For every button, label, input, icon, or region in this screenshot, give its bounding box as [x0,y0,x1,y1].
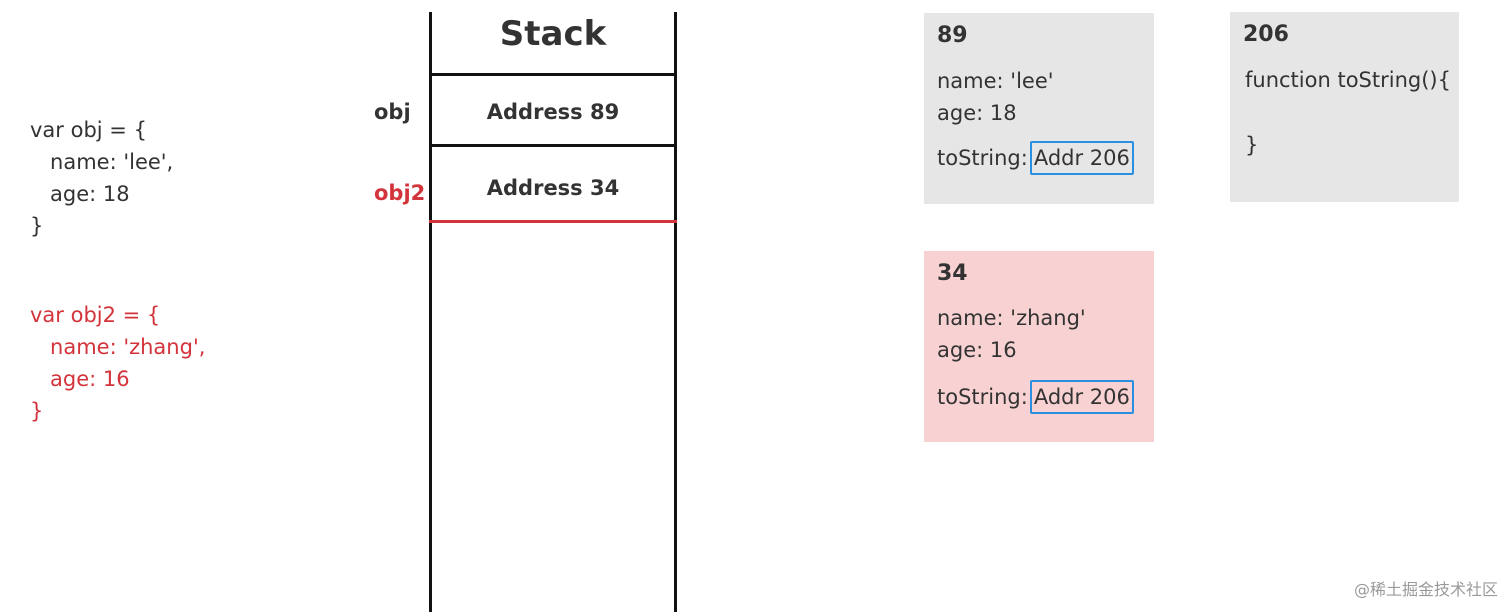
heap-function-line: function toString(){ [1245,68,1451,92]
heap-field-tostring-label: toString: [937,146,1028,170]
watermark: @稀土掘金技术社区 [1353,580,1498,599]
heap-tostring-address: Addr 206 [1029,380,1134,414]
var-label-obj: obj [374,100,411,124]
code-line: name: 'zhang', [30,335,206,359]
stack-divider [429,144,677,147]
heap-field-age: age: 18 [937,101,1017,125]
code-block-obj2: var obj2 = { name: 'zhang', age: 16 } [30,299,205,427]
stack-divider [429,73,677,76]
heap-address-title: 206 [1243,22,1289,47]
heap-field-age: age: 16 [937,338,1017,362]
code-block-obj: var obj = { name: 'lee', age: 18 } [30,114,173,242]
stack-title: Stack [499,14,607,54]
heap-field-tostring: toString:Addr 206 [937,380,1134,414]
heap-object-89: 89 name: 'lee' age: 18 toString:Addr 206 [924,13,1154,204]
heap-field-tostring: toString:Addr 206 [937,141,1134,175]
heap-address-title: 89 [937,23,968,48]
code-line: name: 'lee', [30,150,174,174]
heap-field-name: name: 'lee' [937,69,1054,93]
code-line: age: 18 [30,182,130,206]
var-label-obj2: obj2 [374,181,426,205]
stack-divider-highlight [429,220,677,223]
code-line: var obj2 = { [30,303,161,327]
heap-address-title: 34 [937,261,968,286]
heap-tostring-address: Addr 206 [1029,141,1134,175]
code-line: var obj = { [30,118,147,142]
stack-cell-obj: Address 89 [486,100,620,124]
heap-field-name: name: 'zhang' [937,306,1086,330]
heap-object-34: 34 name: 'zhang' age: 16 toString:Addr 2… [924,251,1154,442]
code-line: } [30,214,44,238]
heap-function-206: 206 function toString(){ } [1230,12,1459,202]
code-line: } [30,399,44,423]
stack-left-border [429,12,432,612]
heap-function-line: } [1245,133,1259,157]
code-line: age: 16 [30,367,130,391]
stack-cell-obj2: Address 34 [486,176,620,200]
heap-field-tostring-label: toString: [937,385,1028,409]
stack-right-border [674,12,677,612]
